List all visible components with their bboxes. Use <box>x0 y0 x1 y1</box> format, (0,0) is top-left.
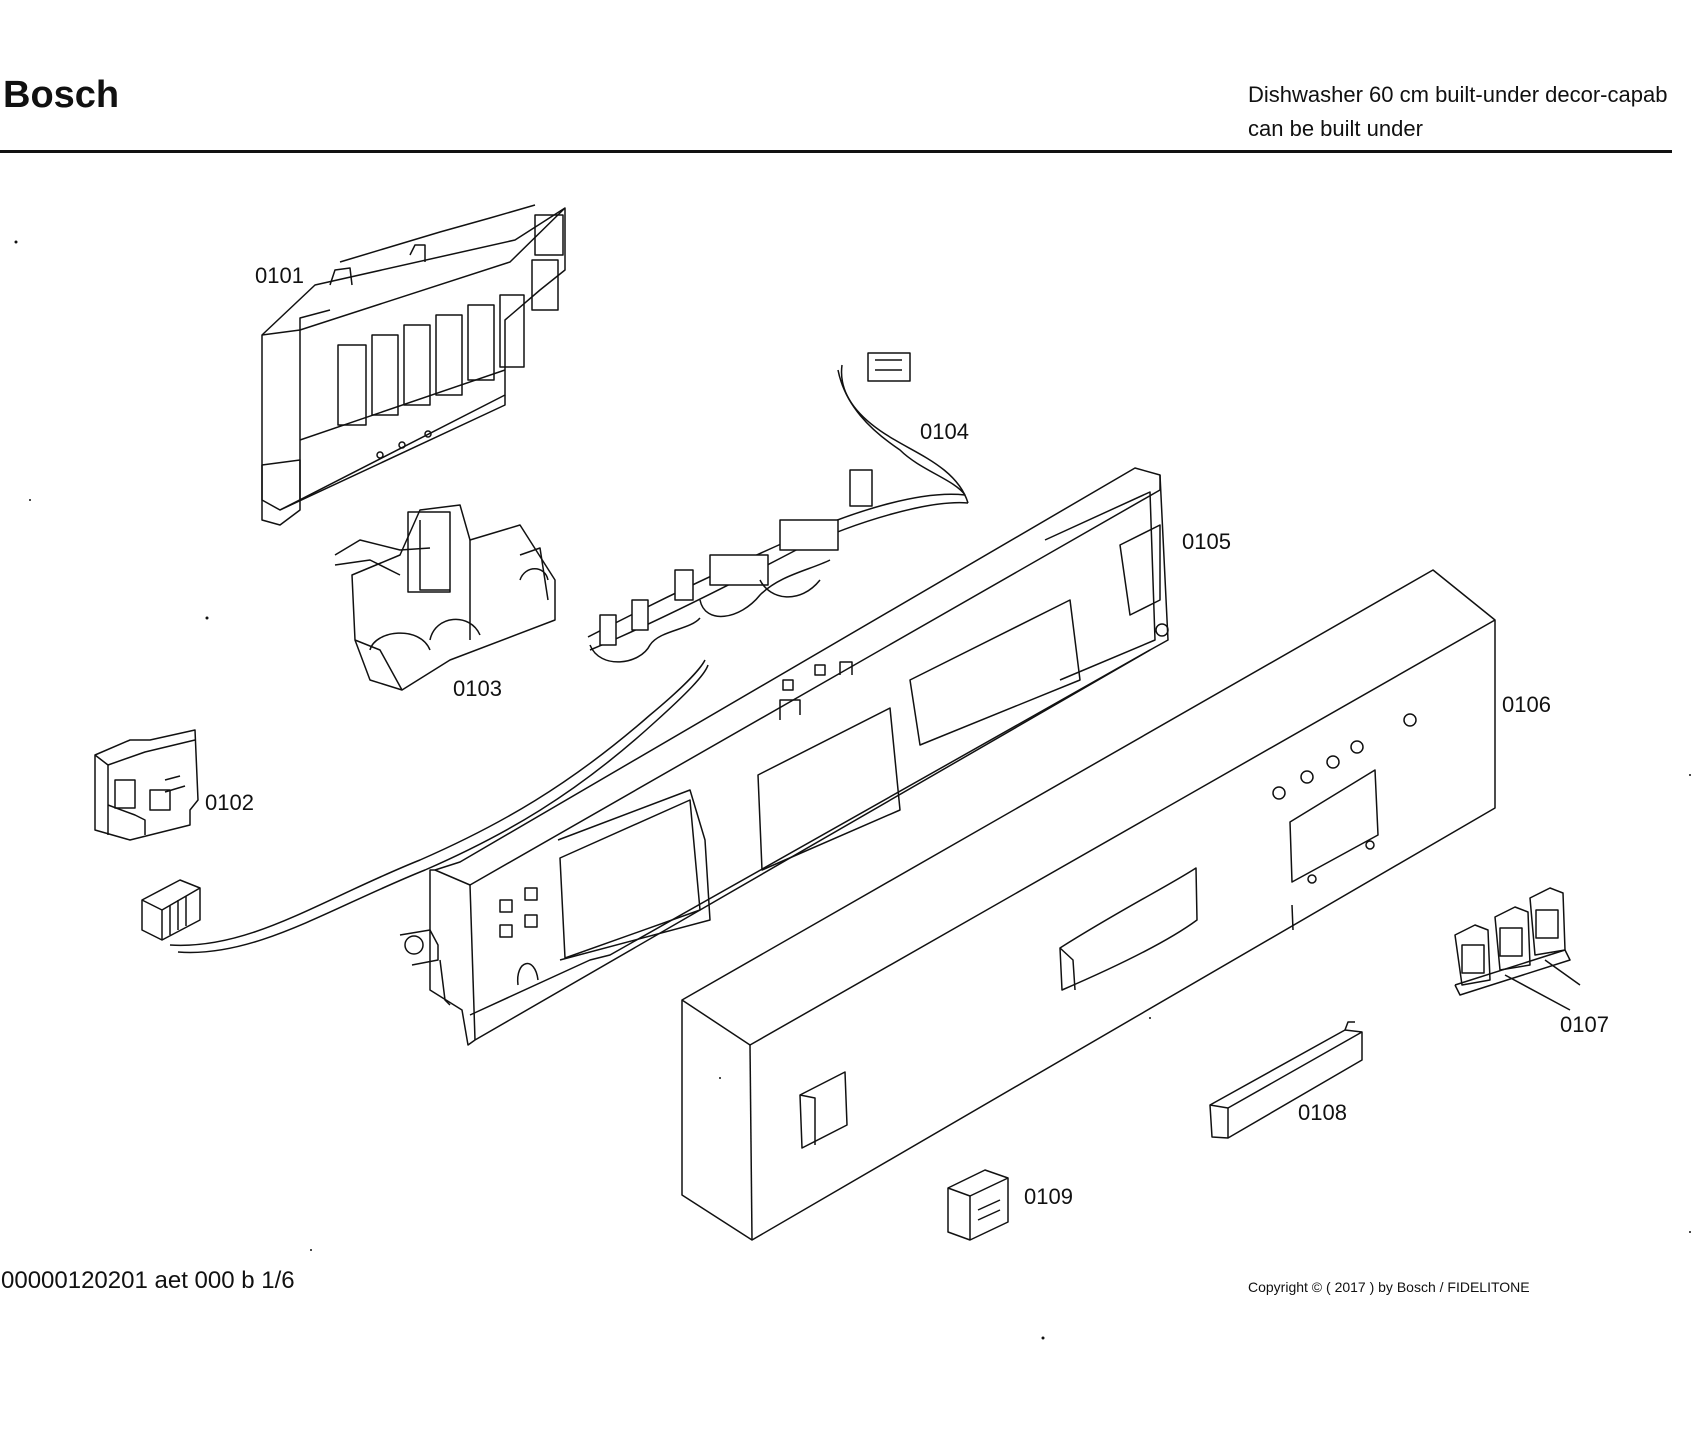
callout-0104: 0104 <box>920 419 969 444</box>
part-0105-panel-frame[interactable] <box>400 468 1168 1045</box>
callout-0101: 0101 <box>255 263 304 288</box>
document-id: 00000120201 aet 000 b 1/6 <box>1 1267 295 1294</box>
callout-0103: 0103 <box>453 676 502 701</box>
callout-0105: 0105 <box>1182 529 1231 554</box>
callout-0108: 0108 <box>1298 1100 1347 1125</box>
callout-0107: 0107 <box>1560 1012 1609 1037</box>
callout-0102: 0102 <box>205 790 254 815</box>
part-0104-wiring-harness[interactable] <box>588 353 968 662</box>
header-divider <box>0 150 1672 153</box>
brand-logo-text: Bosch <box>3 74 120 116</box>
scan-specks <box>14 240 1691 1340</box>
part-0109-cap[interactable] <box>948 1170 1008 1240</box>
title-line-1: Dishwasher 60 cm built-under decor-capab <box>1248 82 1668 107</box>
part-0108-cover-strip[interactable] <box>1210 1022 1362 1138</box>
copyright-notice: Copyright © ( 2017 ) by Bosch / FIDELITO… <box>1248 1279 1530 1295</box>
callout-0106: 0106 <box>1502 692 1551 717</box>
part-0101-control-module[interactable] <box>262 205 565 525</box>
part-0103-door-lock[interactable] <box>335 505 555 690</box>
part-0102-switch[interactable] <box>95 730 198 840</box>
title-line-2: can be built under <box>1248 116 1423 141</box>
part-0106-fascia-panel[interactable] <box>682 570 1495 1240</box>
page-title: Dishwasher 60 cm built-under decor-capab… <box>1248 78 1667 146</box>
callout-0109: 0109 <box>1024 1184 1073 1209</box>
connector-cable-plug[interactable] <box>142 660 708 952</box>
part-0107-buttons[interactable] <box>1455 888 1580 1010</box>
